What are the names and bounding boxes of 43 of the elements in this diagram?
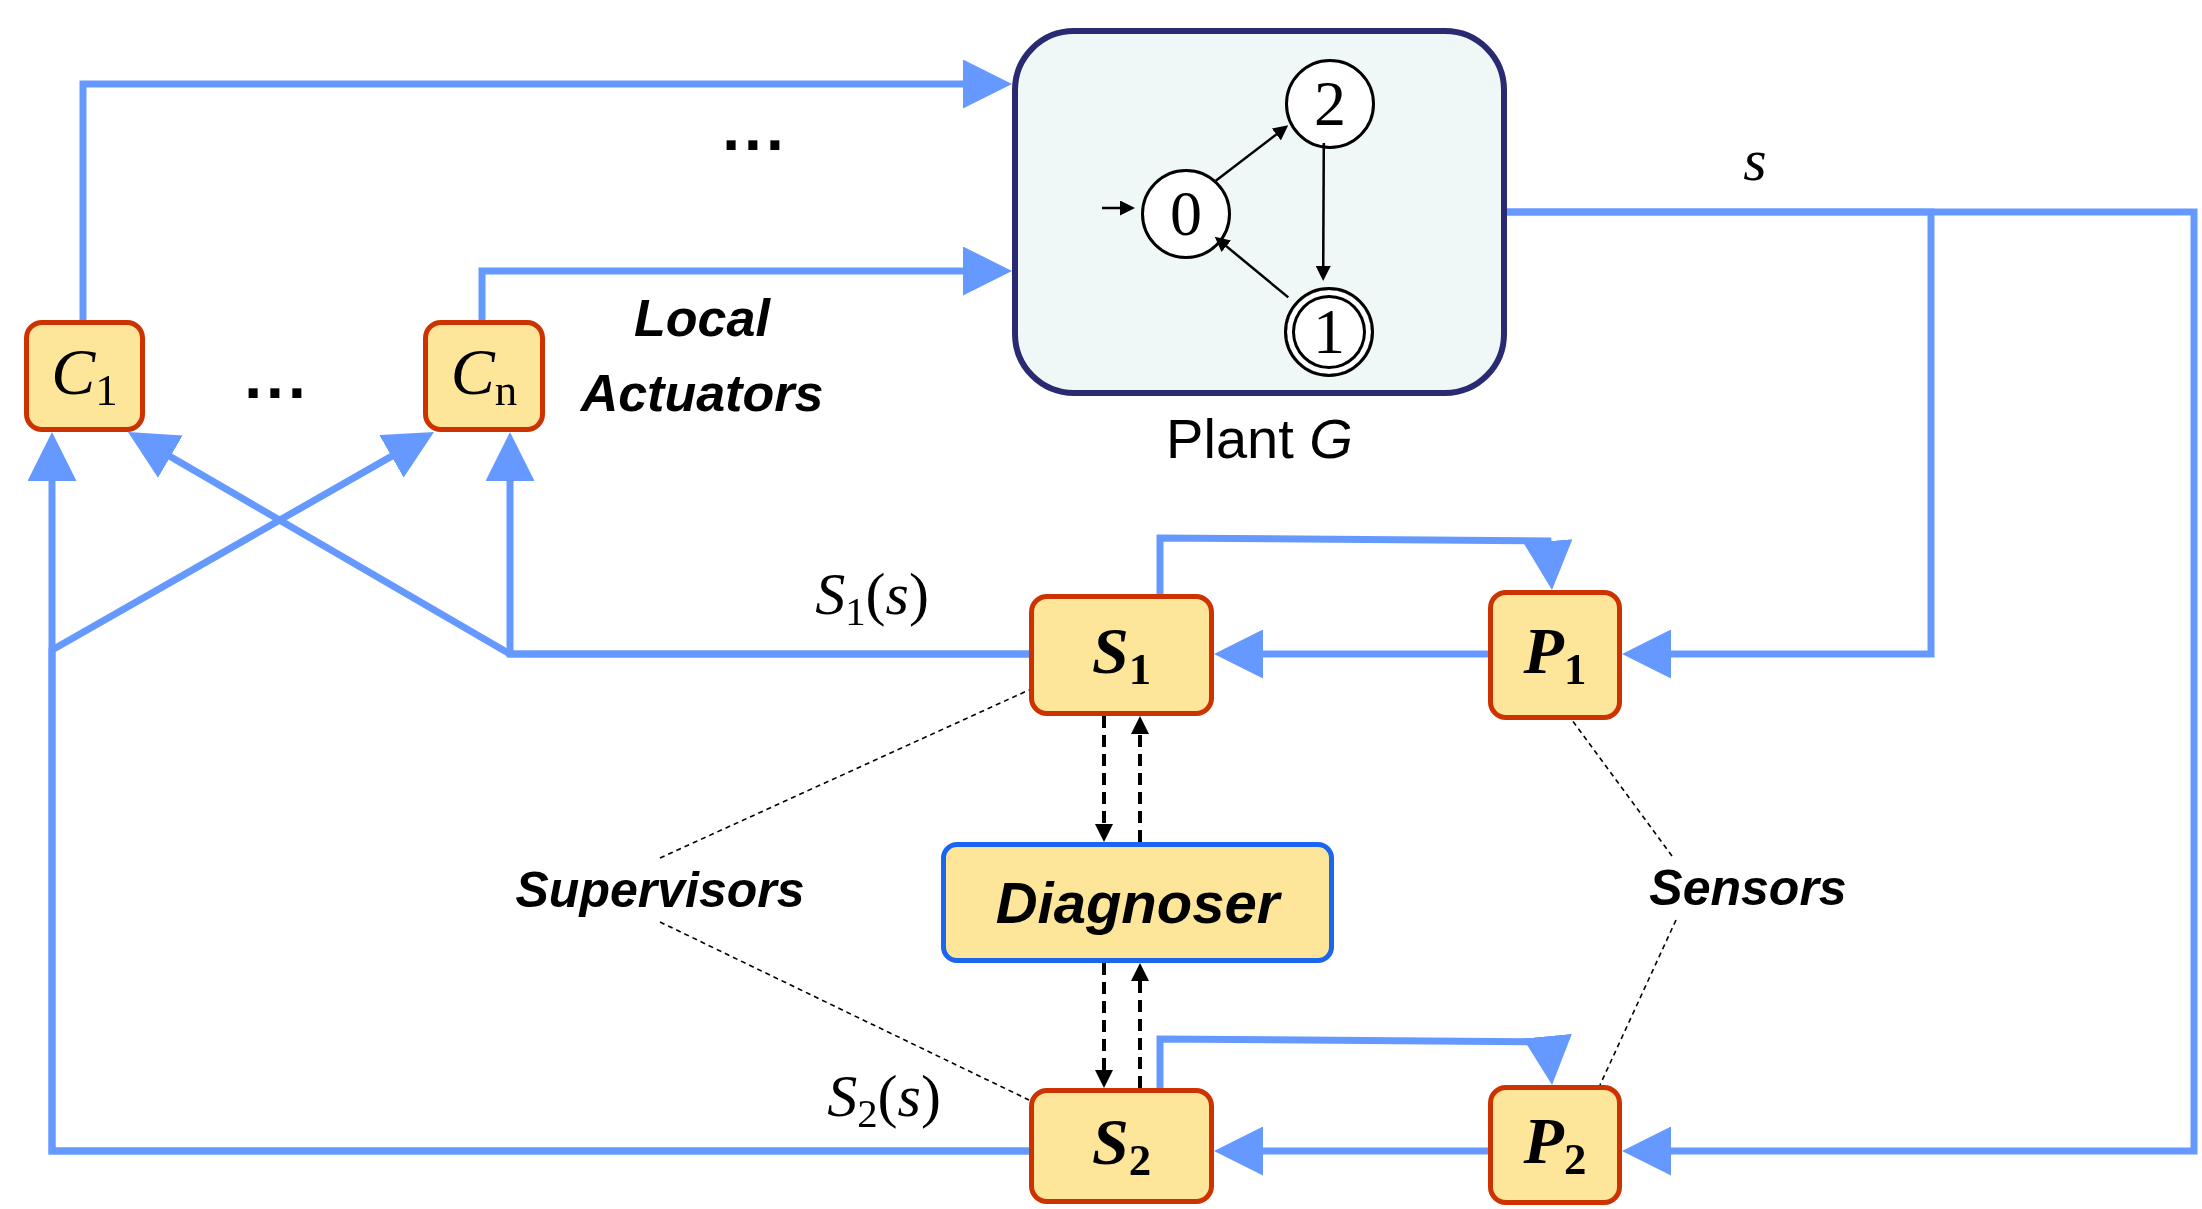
arrow xyxy=(478,246,1012,320)
arrow xyxy=(79,59,1012,320)
state-number: 1 xyxy=(1313,300,1345,364)
leader-line xyxy=(659,921,1030,1101)
arrow xyxy=(1131,963,1149,1088)
component-box xyxy=(1488,1085,1622,1205)
group-label: Sensors xyxy=(1620,856,1876,920)
component-symbol: S$_{2}$ xyxy=(1091,1108,1152,1184)
component-symbol: C$_{n}$ xyxy=(450,338,518,414)
component-symbol: S$_{1}$ xyxy=(1091,617,1152,693)
arrow xyxy=(1095,716,1113,842)
arrow xyxy=(1102,200,1135,216)
component-symbol: C$_{1}$ xyxy=(51,338,118,414)
state-number: 2 xyxy=(1314,72,1346,136)
actuators-label: Local Actuators xyxy=(579,287,825,424)
ellipsis-dots: ... xyxy=(244,339,310,413)
component-box xyxy=(1488,590,1622,720)
leader-line xyxy=(1571,719,1673,857)
component-symbol: P$_{2}$ xyxy=(1523,1107,1587,1183)
arrow xyxy=(1131,716,1149,842)
plant-label: Plant G xyxy=(1165,406,1354,471)
group-label: Supervisors xyxy=(480,858,840,922)
arrow xyxy=(128,432,1029,658)
leader-line xyxy=(1599,919,1677,1086)
arrow xyxy=(1214,236,1290,299)
arrow xyxy=(1095,963,1113,1088)
arrow xyxy=(1214,629,1488,679)
state-number: 0 xyxy=(1170,182,1202,246)
arrow xyxy=(1215,125,1289,182)
diagnoser-box xyxy=(941,842,1334,963)
arrow xyxy=(1156,1033,1572,1088)
component-symbol: P$_{1}$ xyxy=(1523,617,1587,693)
arrow xyxy=(1507,208,2198,1176)
arrow xyxy=(1315,143,1331,281)
component-box xyxy=(1029,1088,1214,1204)
arrow xyxy=(1214,1126,1488,1176)
component-box xyxy=(1029,594,1214,716)
component-box xyxy=(24,320,145,432)
component-box xyxy=(423,320,545,432)
diagnoser-label: Diagnoser xyxy=(995,869,1280,936)
arrow xyxy=(1156,534,1573,594)
leader-line xyxy=(659,689,1030,859)
ellipsis-dots: ... xyxy=(722,91,788,165)
